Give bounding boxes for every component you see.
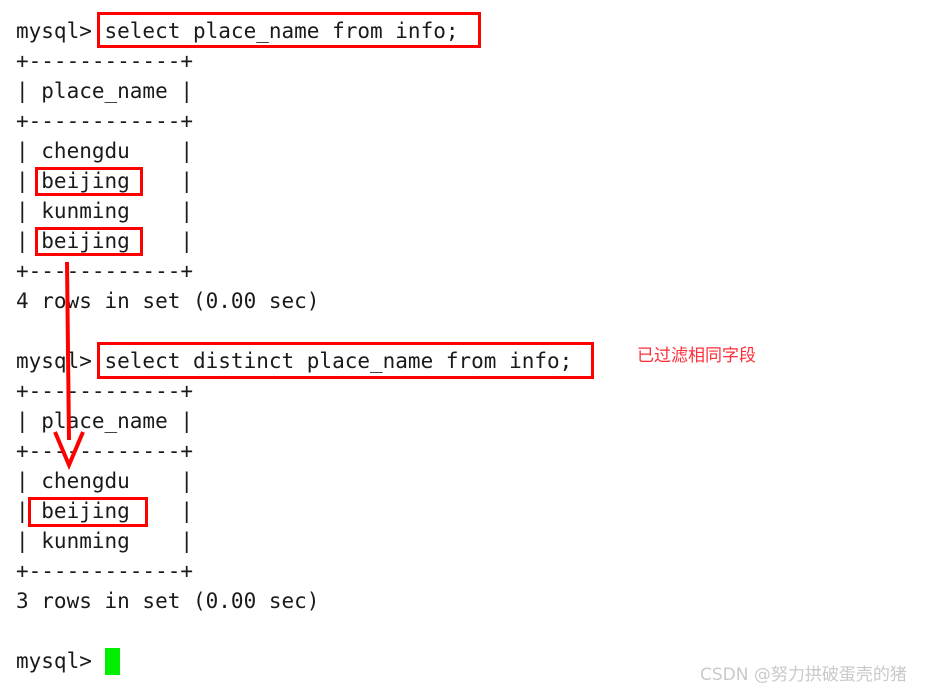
terminal-line: mysql> select distinct place_name from i… (16, 349, 573, 373)
terminal-line: +------------+ (16, 379, 194, 403)
terminal-line: | beijing | (16, 229, 194, 253)
terminal-line: | place_name | (16, 409, 194, 433)
terminal-line: +------------+ (16, 109, 194, 133)
terminal-line: | chengdu | (16, 469, 194, 493)
terminal-line: | beijing | (16, 499, 194, 523)
terminal-line: 4 rows in set (0.00 sec) (16, 289, 320, 313)
terminal-prompt-line: mysql> (16, 649, 92, 673)
terminal-line: | chengdu | (16, 139, 194, 163)
terminal-line: | beijing | (16, 169, 194, 193)
terminal-line: | kunming | (16, 529, 194, 553)
terminal-line: +------------+ (16, 559, 194, 583)
terminal-line: +------------+ (16, 49, 194, 73)
terminal-line: +------------+ (16, 439, 194, 463)
terminal-cursor (105, 648, 120, 675)
annotation-note: 已过滤相同字段 (637, 346, 756, 366)
terminal-line: mysql> select place_name from info; (16, 19, 459, 43)
terminal-line: | kunming | (16, 199, 194, 223)
csdn-watermark: CSDN @努力拱破蛋壳的猪 (700, 665, 907, 685)
terminal-line: +------------+ (16, 259, 194, 283)
terminal-line: 3 rows in set (0.00 sec) (16, 589, 320, 613)
terminal-line: | place_name | (16, 79, 194, 103)
